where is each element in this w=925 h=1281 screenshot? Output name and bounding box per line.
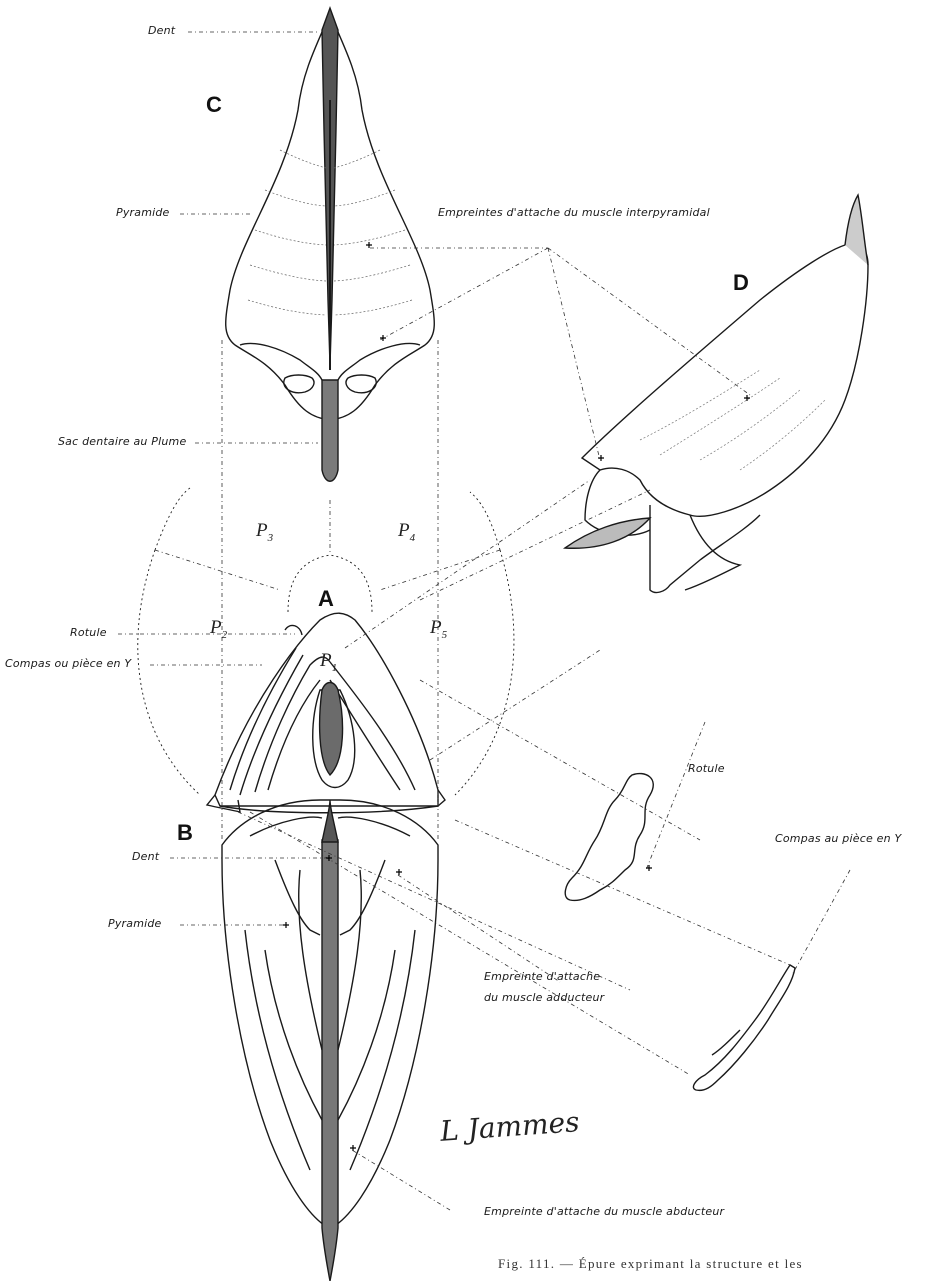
piece-p3-label: P3 <box>256 520 273 544</box>
view-b-letter: B <box>177 820 193 846</box>
piece-p1-label: P1 <box>320 650 337 674</box>
label-rotule-left: Rotule <box>70 626 107 639</box>
label-adducteur-line1: Empreinte d'attache <box>484 970 600 983</box>
piece-p2-label: P2 <box>210 617 227 641</box>
label-compas-right: Compas au pièce en Y <box>775 832 901 845</box>
label-empreintes-interpyramidal: Empreintes d'attache du muscle interpyra… <box>438 206 710 219</box>
view-c-pyramid <box>226 8 435 481</box>
label-compas-left: Compas ou pièce en Y <box>5 657 131 670</box>
piece-p4-label: P4 <box>398 520 415 544</box>
view-b-pyramid <box>222 800 438 1281</box>
isolated-rotule <box>565 774 653 901</box>
view-c-letter: C <box>206 92 222 118</box>
view-d-letter: D <box>733 270 749 296</box>
view-a-letter: A <box>318 586 334 612</box>
label-dent-bottom: Dent <box>132 850 159 863</box>
label-pyramide-top: Pyramide <box>116 206 170 219</box>
isolated-compas <box>693 965 795 1090</box>
figure-caption: Fig. 111. — Épure exprimant la structure… <box>498 1256 803 1272</box>
label-abducteur: Empreinte d'attache du muscle abducteur <box>484 1205 724 1218</box>
piece-p5-label: P5 <box>430 617 447 641</box>
view-d-pyramid-lateral <box>565 195 868 592</box>
label-adducteur-line2: du muscle adducteur <box>484 991 604 1004</box>
label-rotule-right: Rotule <box>688 762 725 775</box>
label-pyramide-bottom: Pyramide <box>108 917 162 930</box>
label-dent-top: Dent <box>148 24 175 37</box>
label-sac-dentaire: Sac dentaire au Plume <box>58 435 186 448</box>
